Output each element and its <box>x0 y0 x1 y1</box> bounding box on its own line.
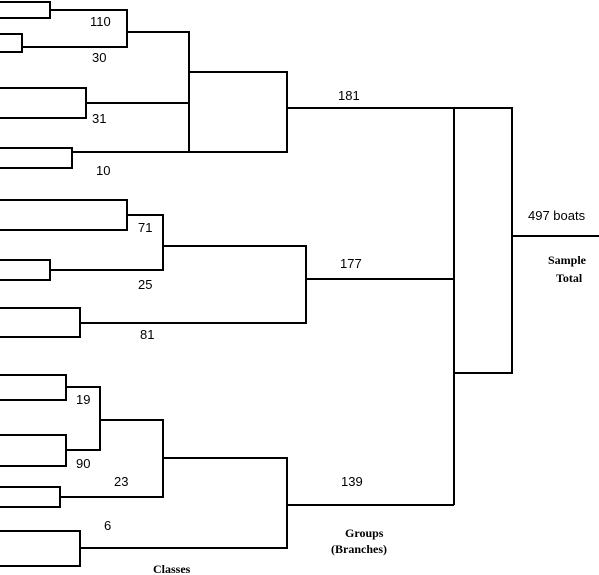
total-count-label: 497 boats <box>528 208 586 223</box>
cluster-71-link <box>50 214 164 271</box>
leaf-link <box>0 87 87 119</box>
cluster-110-link <box>21 9 128 48</box>
count-label: 90 <box>76 456 90 471</box>
group-count-label: 177 <box>340 256 362 271</box>
cluster-19-90-link <box>66 386 101 451</box>
leaf-link <box>0 486 61 508</box>
groups-label: Groups <box>345 526 384 540</box>
root-link <box>453 107 599 505</box>
count-label: 81 <box>140 327 154 342</box>
leaf-link <box>0 307 81 338</box>
total-label: Total <box>556 271 583 285</box>
count-label: 23 <box>114 474 128 489</box>
count-label: 6 <box>104 518 111 533</box>
leaf-link <box>0 1 51 19</box>
leaf-link <box>0 259 51 281</box>
count-label: 110 <box>90 14 111 29</box>
cluster-130-link <box>72 31 190 153</box>
branches-label: (Branches) <box>331 542 387 556</box>
count-label: 19 <box>76 392 90 407</box>
leaf-link <box>0 147 73 169</box>
leaf-link <box>0 199 128 231</box>
group-139-link <box>80 457 454 549</box>
count-label: 30 <box>92 50 106 65</box>
group-count-label: 139 <box>341 474 363 489</box>
leaf-link <box>0 374 67 401</box>
group-181-link <box>72 71 454 153</box>
group-177-link <box>80 245 454 324</box>
count-label: 71 <box>138 220 152 235</box>
classes-label: Classes <box>153 562 191 575</box>
count-label: 31 <box>92 111 106 126</box>
group-count-label: 181 <box>338 88 360 103</box>
sample-label: Sample <box>548 253 587 267</box>
leaf-link <box>0 434 67 467</box>
leaf-link <box>0 33 23 53</box>
leaf-link <box>0 530 81 567</box>
count-label: 10 <box>96 163 110 178</box>
count-label: 25 <box>138 277 152 292</box>
